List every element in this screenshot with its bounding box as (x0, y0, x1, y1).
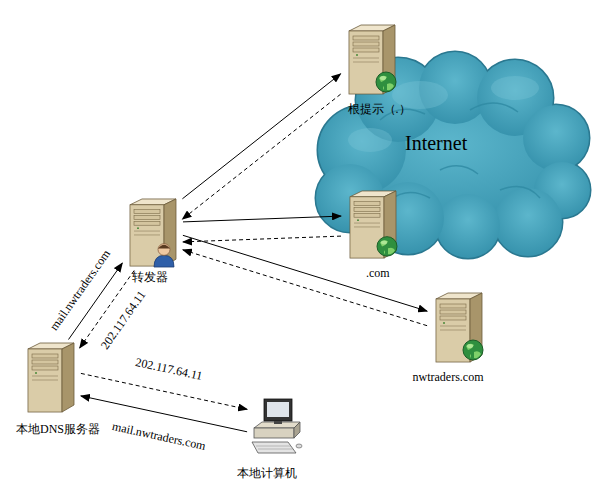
server-icon (124, 198, 180, 268)
edge-label: 202.117.64.11 (134, 355, 204, 383)
cloud-label: Internet (405, 132, 467, 155)
response-arrow (81, 373, 247, 409)
query-arrow (183, 216, 341, 222)
server-icon (343, 24, 399, 96)
node-label: 根提示（.） (348, 102, 411, 116)
response-arrow (183, 236, 341, 242)
response-arrow (182, 94, 340, 219)
response-arrow (183, 250, 427, 326)
node-label: .com (366, 266, 390, 280)
node-label: 转发器 (132, 270, 168, 284)
server-node: .com (344, 190, 400, 260)
node-label: 本地DNS服务器 (16, 422, 100, 436)
server-node: 根提示（.） (343, 24, 399, 96)
server-icon (430, 292, 486, 364)
server-node: nwtraders.com (430, 292, 486, 364)
query-arrow (81, 396, 247, 432)
computer-node: 本地计算机 (250, 398, 304, 456)
query-arrow (182, 74, 340, 199)
server-node: 本地DNS服务器 (22, 342, 78, 414)
node-label: 本地计算机 (237, 466, 297, 480)
computer-icon (250, 398, 304, 456)
edge-label: mail.nwtraders.com (111, 419, 207, 453)
server-node: 转发器 (124, 198, 180, 268)
edge-label: 202.117.64.11 (97, 288, 148, 352)
node-label: nwtraders.com (413, 370, 484, 384)
server-icon (344, 190, 400, 260)
query-arrow (183, 235, 427, 311)
server-icon (22, 342, 78, 414)
